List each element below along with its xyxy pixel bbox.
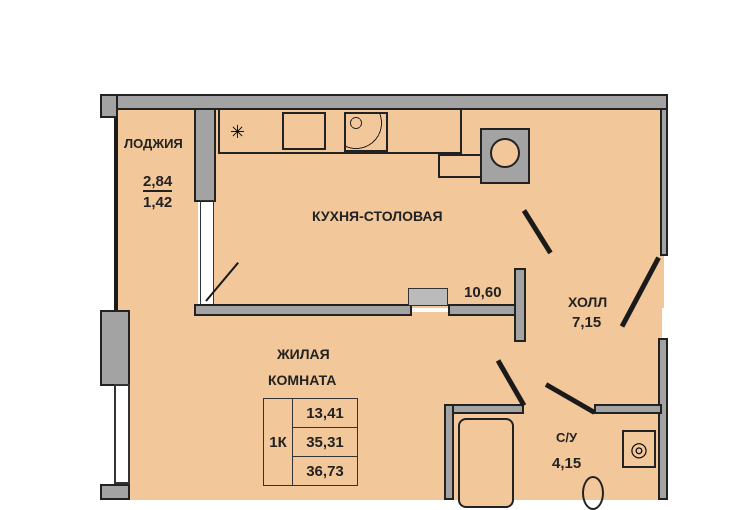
window[interactable] xyxy=(114,384,130,484)
stove-icon xyxy=(344,112,388,152)
kitchen-area: 10,60 xyxy=(464,284,502,301)
bathtub-icon xyxy=(458,418,514,508)
bathroom-left-wall xyxy=(444,404,454,500)
boiler-icon xyxy=(490,138,520,168)
loggia-left-post xyxy=(100,94,118,118)
hall-floor xyxy=(520,108,662,408)
fridge-cabinet xyxy=(438,154,482,178)
kitchen-counter xyxy=(218,108,462,154)
right-outer-wall xyxy=(660,108,668,256)
hall-label: ХОЛЛ xyxy=(568,294,608,310)
loggia-floor xyxy=(118,110,198,322)
total-area: 35,31 xyxy=(292,427,358,457)
bathroom-area: 4,15 xyxy=(552,455,582,472)
loggia-label: ЛОДЖИЯ xyxy=(124,136,183,151)
sink-icon xyxy=(282,112,326,150)
loggia-railing xyxy=(114,118,118,320)
toilet-icon xyxy=(582,476,604,510)
living-area: 13,41 xyxy=(292,398,358,428)
loggia-kitchen-wall xyxy=(194,108,216,202)
exhaust-icon: ✳ xyxy=(230,122,246,142)
left-outer-wall-bottom xyxy=(100,484,130,500)
loggia-area-reduced: 1,42 xyxy=(143,194,173,211)
total-area-with-loggia: 36,73 xyxy=(292,456,358,486)
apartment-type: 1К xyxy=(263,398,293,486)
hall-area: 7,15 xyxy=(572,314,602,331)
balcony-door[interactable] xyxy=(200,200,214,305)
kitchen-label: КУХНЯ-СТОЛОВАЯ xyxy=(312,208,443,224)
bathroom-top-wall-left xyxy=(444,404,524,414)
bathroom-top-wall-right xyxy=(594,404,662,414)
living-label-2: КОМНАТА xyxy=(268,372,337,388)
right-outer-wall-lower xyxy=(658,338,668,500)
left-outer-wall xyxy=(100,310,130,386)
kitchen-living-wall xyxy=(194,304,412,316)
living-label-1: ЖИЛАЯ xyxy=(277,346,330,362)
loggia-area-full: 2,84 xyxy=(143,173,173,192)
kitchen-hall-wall xyxy=(514,268,526,342)
washing-machine-icon: ◎ xyxy=(622,430,656,468)
kitchen-living-wall-right xyxy=(448,304,524,316)
bathroom-label: С/У xyxy=(556,430,578,445)
radiator-icon xyxy=(408,288,448,306)
